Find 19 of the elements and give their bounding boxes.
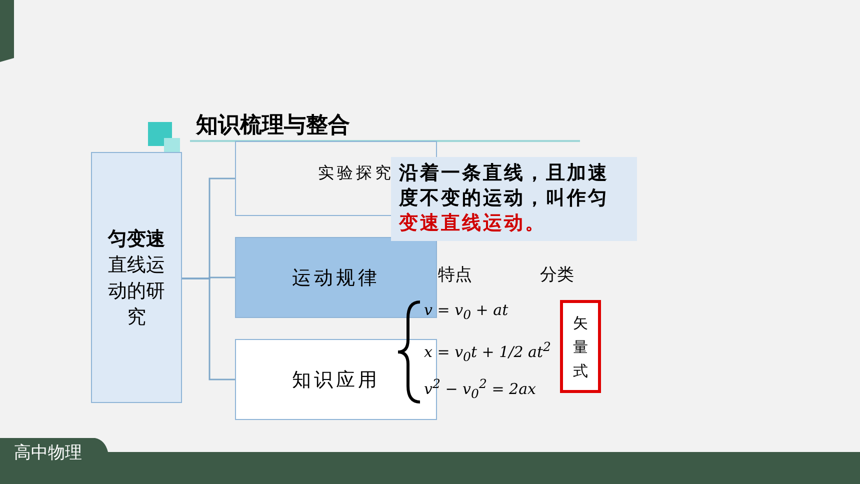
branch-box <box>235 237 437 318</box>
branch-text: 运动规律 <box>292 266 380 290</box>
highlighted-term: 变速直线运动。 <box>399 211 547 236</box>
category-box <box>560 300 601 393</box>
formula: v = v$_{0}$ + at <box>424 301 508 322</box>
branch-text: 知识应用 <box>292 368 380 392</box>
connector-line <box>182 278 235 380</box>
formula: v$^{2}$ − v$_{0}$$^{2}$ = 2ax <box>424 376 536 401</box>
topic-text: 匀变速直线运动的研究 <box>106 226 166 330</box>
topic-box <box>91 152 182 403</box>
definition-tooltip <box>391 157 637 241</box>
column-header: 分类 <box>540 264 574 286</box>
title: 知识梳理与整合 <box>196 112 350 140</box>
branch-text: 实验探究 <box>318 163 394 184</box>
definition-text: 沿着一条直线，且加速度不变的运动，叫作匀 <box>399 161 610 211</box>
formula: x = v$_{0}$t + 1/2 at$^{2}$ <box>424 339 551 364</box>
column-header: 特点 <box>438 264 472 286</box>
category-text: 矢量式 <box>573 312 588 382</box>
footer-label: 高中物理 <box>14 442 82 464</box>
